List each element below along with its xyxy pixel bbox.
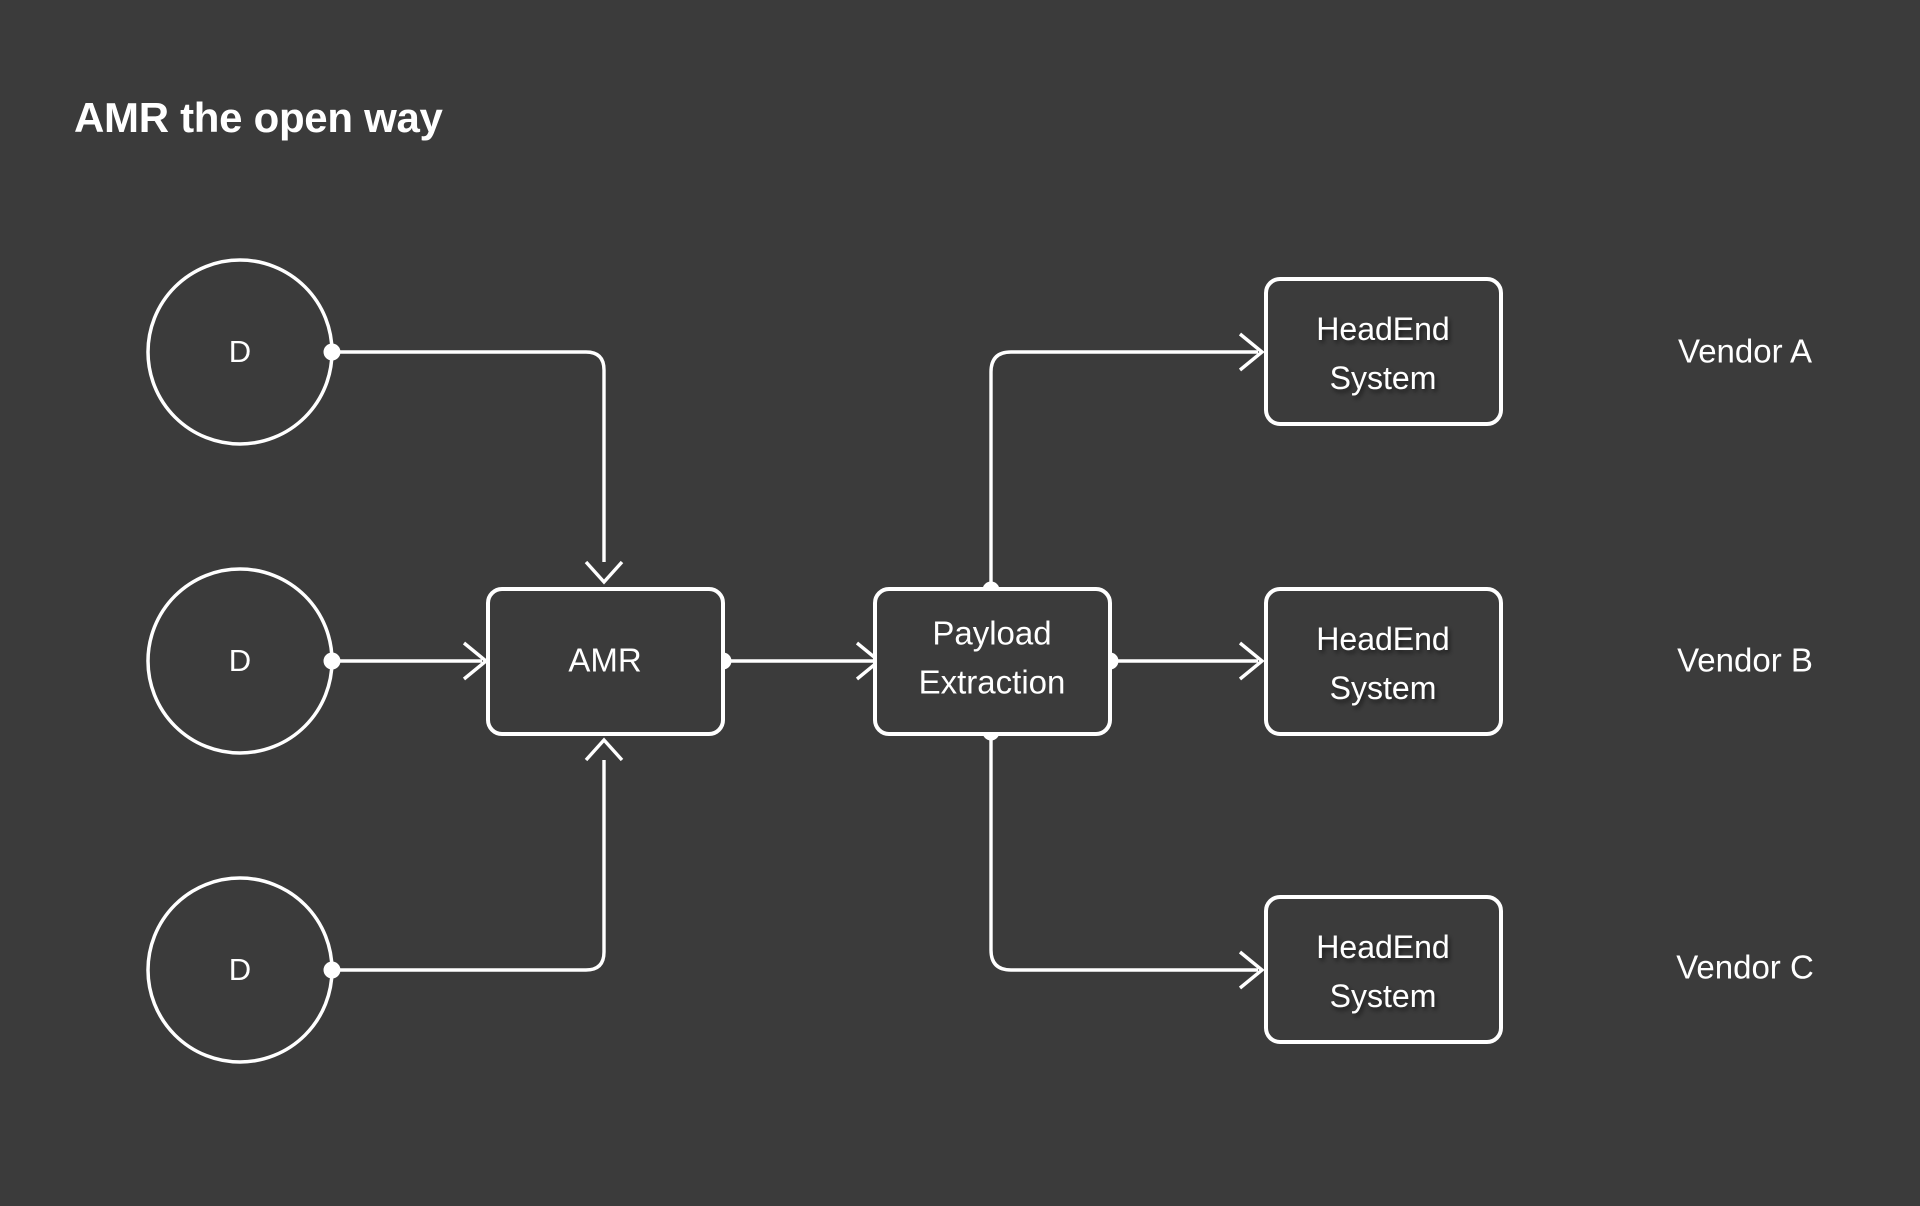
edge-payload-to-headend-c bbox=[982, 723, 1265, 990]
headend-c-label-line2: System bbox=[1330, 978, 1437, 1014]
payload-label-line2: Extraction bbox=[919, 664, 1066, 701]
page-title: AMR the open way bbox=[74, 94, 443, 141]
edge-device-middle-to-amr bbox=[323, 641, 489, 681]
edge-payload-to-headend-b bbox=[1101, 641, 1265, 681]
process-node-amr[interactable]: AMR bbox=[486, 587, 725, 736]
edge-device-bottom-to-amr bbox=[323, 737, 624, 979]
edge-device-top-to-amr bbox=[323, 343, 624, 585]
headend-a-label-line1: HeadEnd bbox=[1316, 311, 1449, 347]
headend-b-label-line2: System bbox=[1330, 670, 1437, 706]
device-label: D bbox=[229, 334, 251, 369]
headend-node-c[interactable]: HeadEnd System bbox=[1264, 895, 1503, 1044]
edge-payload-to-headend-a bbox=[982, 332, 1265, 599]
edge-amr-to-payload bbox=[714, 641, 882, 681]
headend-a-label-line2: System bbox=[1330, 360, 1437, 396]
vendor-label-a: Vendor A bbox=[1678, 333, 1812, 370]
headend-b-label-line1: HeadEnd bbox=[1316, 621, 1449, 657]
payload-label-line1: Payload bbox=[932, 615, 1051, 652]
headend-c-label-line1: HeadEnd bbox=[1316, 929, 1449, 965]
device-label: D bbox=[229, 952, 251, 987]
device-node-middle[interactable]: D bbox=[146, 567, 334, 755]
process-node-payload-extraction[interactable]: Payload Extraction bbox=[873, 587, 1112, 736]
vendor-label-b: Vendor B bbox=[1677, 642, 1813, 679]
headend-node-a[interactable]: HeadEnd System bbox=[1264, 277, 1503, 426]
device-node-top[interactable]: D bbox=[146, 258, 334, 446]
headend-node-b[interactable]: HeadEnd System bbox=[1264, 587, 1503, 736]
device-label: D bbox=[229, 643, 251, 678]
amr-label: AMR bbox=[568, 642, 641, 679]
device-node-bottom[interactable]: D bbox=[146, 876, 334, 1064]
vendor-label-c: Vendor C bbox=[1676, 949, 1814, 986]
